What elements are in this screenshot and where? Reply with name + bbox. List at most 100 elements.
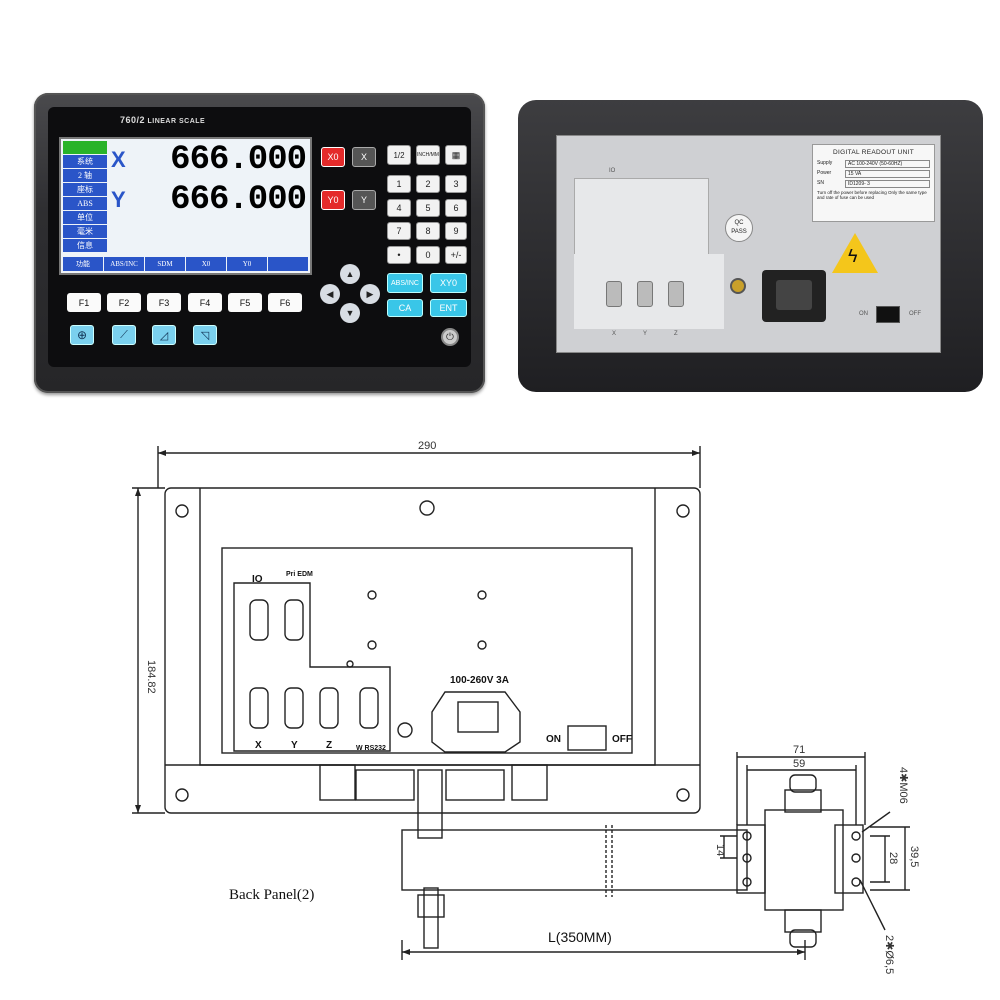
dimension-28: 28	[887, 852, 899, 864]
height-dimension: 184.82	[145, 660, 157, 694]
fuse-holder	[730, 278, 746, 294]
power-icon: ⏻	[446, 331, 454, 343]
y-port-label: Y	[291, 740, 298, 751]
axis-y-label: Y	[111, 187, 126, 212]
ca-button[interactable]: CA	[387, 299, 423, 317]
num-3-button[interactable]: 3	[445, 175, 467, 193]
menu-item: 信息	[63, 239, 107, 252]
power-button[interactable]: ⏻	[441, 328, 459, 346]
on-label: ON	[859, 311, 868, 317]
slope-function-button[interactable]: ◿	[152, 325, 176, 345]
drawing-caption: Back Panel(2)	[229, 887, 315, 903]
x-port-label: X	[255, 740, 262, 751]
calculator-button[interactable]: ▦	[445, 145, 467, 165]
arrow-left-icon: ◀	[326, 288, 334, 299]
menu-item: 座标	[63, 183, 107, 196]
edm-port-label: Pri EDM	[286, 571, 313, 578]
softkey-bar: 功能 ABS/INC SDM X0 Y0	[63, 257, 308, 271]
arrow-down-icon: ▼	[345, 308, 355, 318]
arrow-up-button[interactable]: ▲	[340, 264, 360, 284]
on-label: ON	[546, 734, 561, 745]
back-panel-drawing: 290 184.82 IO Pri EDM X Y Z W RS232 100-…	[132, 440, 920, 974]
menu-item: 2 轴	[63, 169, 107, 182]
off-label: OFF	[909, 311, 921, 317]
arrow-right-icon: ▶	[366, 288, 374, 299]
menu-item: 系统	[63, 155, 107, 168]
menu-item-highlight	[63, 141, 107, 154]
side-menu: 系统 2 轴 座标 ABS 单位 毫米 信息	[63, 141, 107, 253]
holes-6-5-label: 2✱Ø6,5	[883, 935, 895, 974]
num-9-button[interactable]: 9	[445, 222, 467, 240]
half-button[interactable]: 1/2	[387, 145, 411, 165]
lcd-screen: 系统 2 轴 座标 ABS 单位 毫米 信息 X Y 666.000 666.0…	[59, 137, 312, 275]
io-port-label: IO	[252, 574, 263, 585]
center-function-button[interactable]: ⊕	[70, 325, 94, 345]
num-7-button[interactable]: 7	[387, 222, 411, 240]
num-2-button[interactable]: 2	[416, 175, 440, 193]
inch-mm-button[interactable]: INCH/MM	[416, 145, 440, 165]
f1-button[interactable]: F1	[67, 293, 101, 312]
f3-button[interactable]: F3	[147, 293, 181, 312]
arrow-up-icon: ▲	[345, 269, 355, 279]
port-label-y: Y	[643, 331, 648, 337]
softkey: ABS/INC	[104, 257, 144, 271]
arc-icon: ◹	[200, 329, 210, 342]
calculator-icon: ▦	[451, 149, 461, 160]
dimension-59: 59	[793, 758, 805, 770]
decimal-button[interactable]: •	[387, 246, 411, 264]
crosshair-icon: ⊕	[76, 328, 88, 342]
y-button[interactable]: Y	[352, 190, 376, 210]
f2-button[interactable]: F2	[107, 293, 141, 312]
db9-port-x	[606, 281, 622, 307]
num-6-button[interactable]: 6	[445, 199, 467, 217]
line-function-button[interactable]: ⟋	[112, 325, 136, 345]
sign-button[interactable]: +/-	[445, 246, 467, 264]
num-4-button[interactable]: 4	[387, 199, 411, 217]
diagonal-line-icon: ⟋	[120, 328, 128, 341]
power-switch[interactable]	[876, 306, 900, 323]
rs232-port-label: W RS232	[356, 745, 386, 752]
softkey: SDM	[145, 257, 185, 271]
arrow-right-button[interactable]: ▶	[360, 284, 380, 304]
x0-button[interactable]: X0	[321, 147, 345, 167]
reading-x: 666.000	[170, 141, 307, 179]
f4-button[interactable]: F4	[188, 293, 222, 312]
axis-x-label: X	[111, 147, 126, 172]
db9-port-z	[668, 281, 684, 307]
menu-item: 毫米	[63, 225, 107, 238]
io-label: IO	[609, 168, 616, 174]
port-label-z: Z	[674, 331, 678, 337]
num-5-button[interactable]: 5	[416, 199, 440, 217]
dimension-71: 71	[793, 744, 805, 756]
y0-button[interactable]: Y0	[321, 190, 345, 210]
menu-item: 单位	[63, 211, 107, 224]
hazard-warning-icon	[832, 233, 878, 273]
menu-item: ABS	[63, 197, 107, 210]
num-0-button[interactable]: 0	[416, 246, 440, 264]
port-label-x: X	[612, 331, 617, 337]
arc-function-button[interactable]: ◹	[193, 325, 217, 345]
slope-icon: ◿	[159, 329, 169, 342]
arrow-down-button[interactable]: ▼	[340, 303, 360, 323]
num-8-button[interactable]: 8	[416, 222, 440, 240]
dimension-39-5: 39,5	[908, 846, 920, 867]
f6-button[interactable]: F6	[268, 293, 302, 312]
lightning-bolt-icon: ϟ	[848, 246, 858, 266]
length-label: L(350MM)	[548, 929, 612, 945]
arrow-left-button[interactable]: ◀	[320, 284, 340, 304]
model-label: 760/2 LINEAR SCALE	[120, 115, 206, 125]
x-button[interactable]: X	[352, 147, 376, 167]
num-1-button[interactable]: 1	[387, 175, 411, 193]
power-inlet	[762, 270, 826, 322]
reading-y: 666.000	[170, 181, 307, 219]
ent-button[interactable]: ENT	[430, 299, 467, 317]
softkey: 功能	[63, 257, 103, 271]
dimension-14: 14	[714, 844, 726, 856]
holes-m06-label: 4✱M06	[897, 767, 909, 804]
f5-button[interactable]: F5	[228, 293, 262, 312]
abs-inc-button[interactable]: ABS/INC	[387, 273, 423, 293]
xy0-button[interactable]: XY0	[430, 273, 467, 293]
